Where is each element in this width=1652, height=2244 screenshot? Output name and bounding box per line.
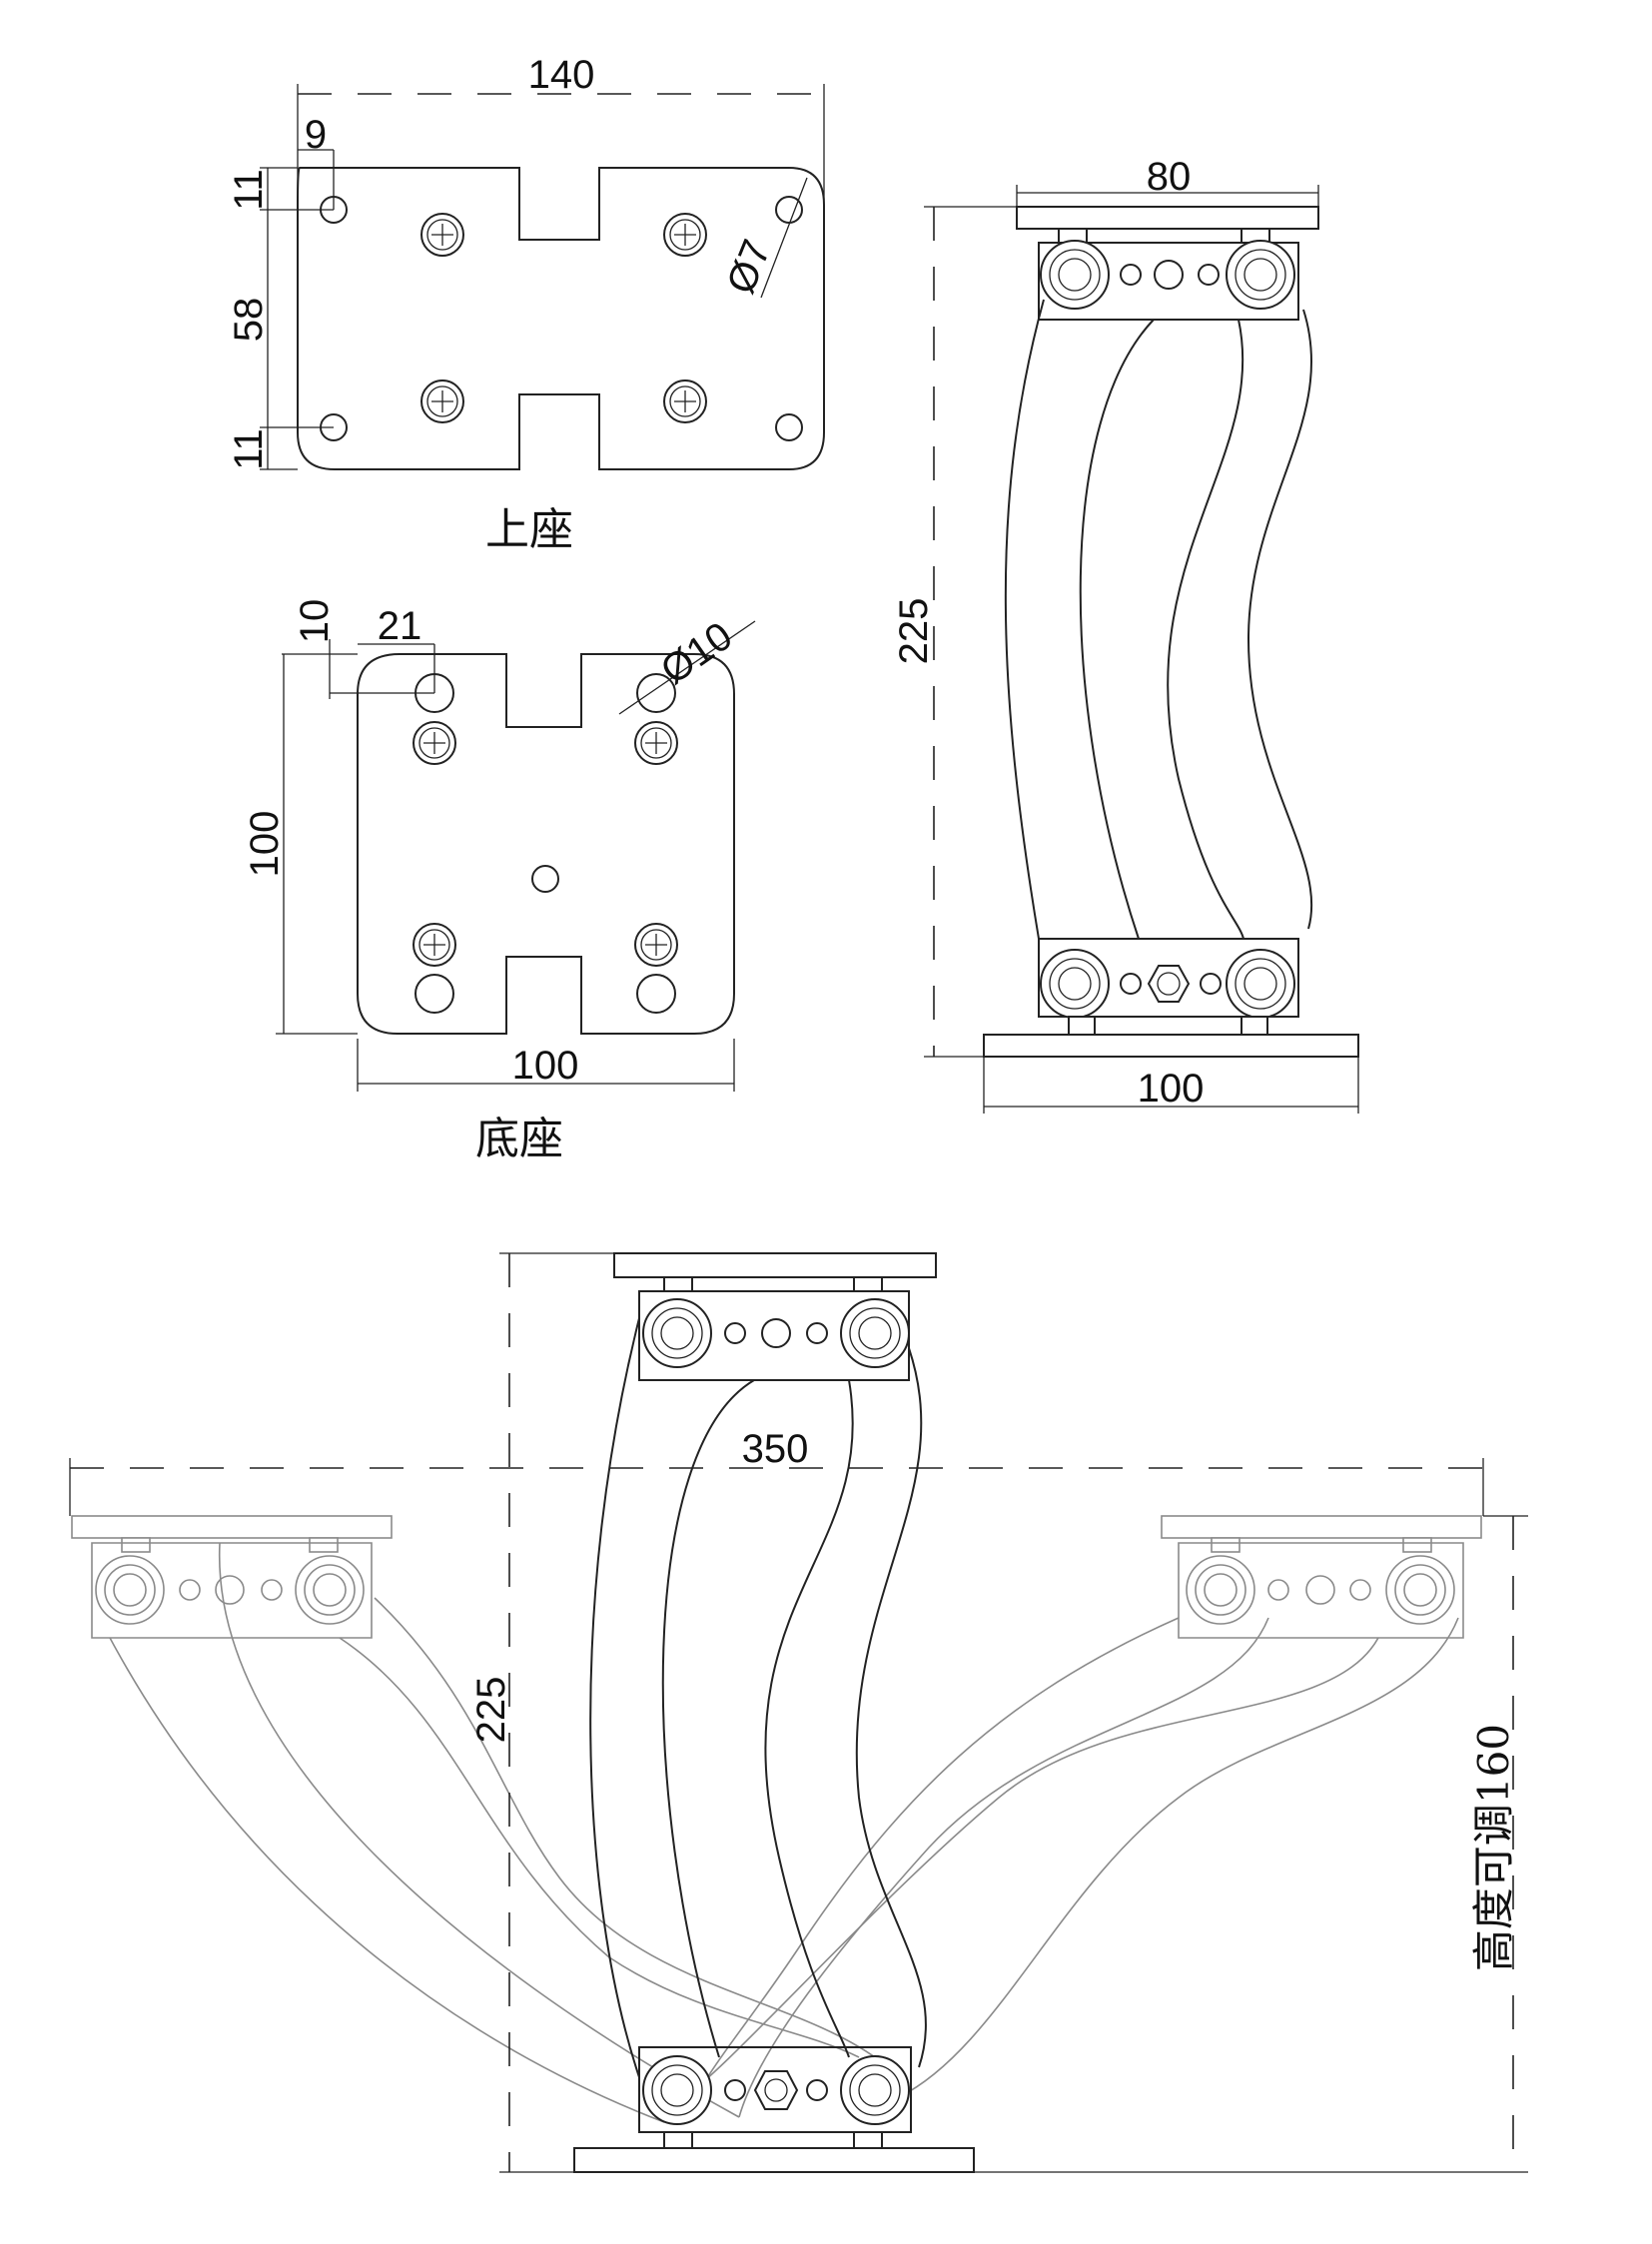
assembly-top-boss [840,1298,910,1368]
side-view-top-bracket [1038,242,1299,321]
side-view-bottom-boss [1226,949,1295,1019]
base-seat-large-hole [414,974,454,1014]
top-seat-corner-hole [775,196,803,224]
top-seat-corner-hole [775,413,803,441]
base-seat-height-dim: 100 [243,811,287,878]
base-seat-center-hole [531,865,559,893]
assembly-base-plate [573,2147,975,2173]
top-seat-view: 140 9 11 58 11 Ø7 上座 [227,53,825,555]
assembly-height-dim: 225 [469,1677,513,1744]
top-seat-outline [297,167,825,470]
base-seat-large-hole [636,974,676,1014]
base-seat-outline [357,653,735,1035]
top-seat-hole-offset-dim: 9 [305,113,327,157]
assembly-adjust-nut [753,2070,799,2110]
base-seat-top-offset-dim: 10 [293,599,337,644]
side-view: 80 225 100 [892,155,1359,1114]
base-seat-width-dim: 100 [512,1044,579,1088]
top-seat-width-dim: 140 [528,53,595,97]
side-view-bottom-boss [1040,949,1110,1019]
side-view-top-boss [1226,240,1295,310]
top-seat-screw-hole [663,379,707,423]
base-seat-hole-offset-dim: 21 [378,604,422,648]
top-seat-bottom-margin-dim: 11 [227,428,271,470]
base-seat-screw-hole [413,721,456,765]
assembly-span-dim: 350 [742,1427,809,1471]
base-seat-screw-hole [413,923,456,967]
side-view-top-width-dim: 80 [1147,155,1192,199]
assembly-bottom-boss [642,2055,712,2125]
side-view-height-dim: 225 [892,598,936,665]
assembly-right-ghost [688,1515,1482,2118]
top-seat-screw-hole [420,213,464,257]
base-seat-view: 10 21 Ø10 100 100 底座 [243,599,756,1164]
side-view-bottom-bracket [1038,938,1299,1018]
assembly-left-ghost [71,1515,900,2123]
top-seat-mid-dim: 58 [227,298,271,343]
assembly-adjust-label: 高度可调160 [1469,1724,1518,1971]
side-view-adjust-nut [1147,965,1191,1003]
top-seat-hole-dia-dim: Ø7 [719,234,780,300]
side-view-base-plate [983,1034,1359,1058]
assembly-bottom-bracket [638,2046,912,2133]
assembly-arm [589,1317,640,2078]
top-seat-caption: 上座 [485,504,573,555]
assembly-top-boss [642,1298,712,1368]
base-seat-large-hole [636,673,676,713]
top-seat-top-margin-dim: 11 [227,169,271,211]
assembly-top-plate [613,1252,937,1278]
base-seat-screw-hole [634,721,678,765]
side-view-arm [1004,299,1045,940]
side-view-base-width-dim: 100 [1138,1067,1205,1111]
base-seat-screw-hole [634,923,678,967]
base-seat-caption: 底座 [475,1114,563,1164]
assembly-view: 350 225 高度可调160 [69,1252,1528,2173]
side-view-top-plate [1016,206,1319,230]
assembly-bottom-boss [840,2055,910,2125]
side-view-top-boss [1040,240,1110,310]
top-seat-screw-hole [420,379,464,423]
top-seat-screw-hole [663,213,707,257]
